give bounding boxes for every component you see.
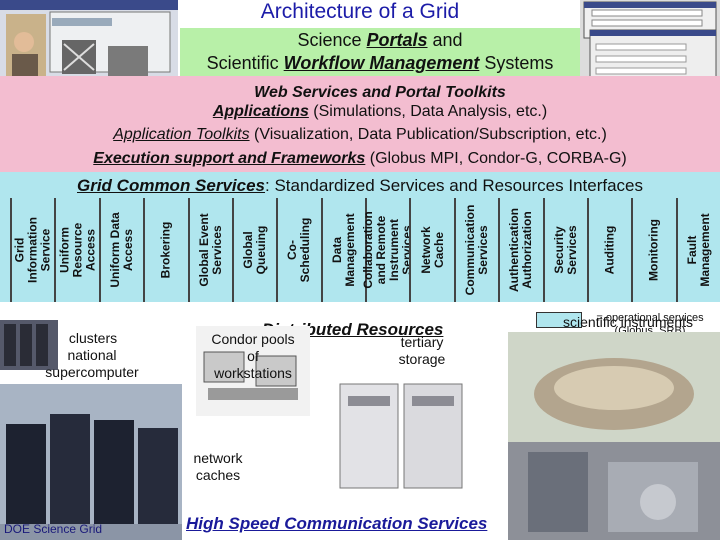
network-caches-label: network caches [193,450,243,483]
service-label: Data Management [329,213,357,287]
gcs-title-rest: : Standardized Services and Resources In… [265,176,643,195]
web-services-label: Web Services and Portal Toolkits [254,84,506,101]
service-label: Uniform Resource Access [57,222,98,278]
supercomputer-photo [0,384,182,540]
service-column: Co- Scheduling [276,198,320,302]
service-column: Brokering [143,198,187,302]
applications-label: Applications [212,103,309,120]
workflow-text-post: Systems [479,53,554,73]
service-column: Fault Management [675,198,720,302]
grid-common-services-title: Grid Common Services: Standardized Servi… [0,176,720,196]
service-label: Authentication Authorization [507,208,535,292]
service-label: Network Cache [418,226,446,274]
doe-science-grid-label: DOE Science Grid [4,522,103,536]
clusters-label: clusters [68,330,118,346]
portals-emphasis: Portals [366,30,428,50]
condor-pools-photo [196,326,310,416]
clusters-photo [0,320,58,370]
service-label: Global Event Services [196,213,224,287]
service-label: Co- Scheduling [285,217,313,283]
application-toolkits-line: Application Toolkits (Visualization, Dat… [0,125,720,145]
service-label: Monitoring [646,219,661,281]
service-label: Uniform Data Access [107,212,135,288]
service-column: Global Queuing [231,198,276,302]
tertiary-storage-photo [334,376,470,494]
service-label: Brokering [158,221,173,279]
tertiary-storage-label: tertiary storage [398,334,446,367]
service-column: Collaboration and Remote Instrument Serv… [361,198,414,302]
workflow-text: Scientific [206,53,284,73]
exec-label: Execution support and Frameworks [93,150,366,167]
science-portals-block: Science Portals and Scientific Workflow … [180,28,580,77]
service-label: Fault Management [684,213,712,287]
instruments-photo [508,332,720,540]
high-speed-communication-label: High Speed Communication Services [186,514,488,533]
service-column: Auditing [586,198,631,302]
execution-support-line: Execution support and Frameworks (Globus… [0,149,720,169]
condor-pools-label: Condor pools of workstations [211,331,295,381]
applications-detail: (Simulations, Data Analysis, etc.) [308,103,548,120]
grid-common-services-band [0,172,720,302]
page-title: Architecture of a Grid [260,0,460,23]
service-column: Data Management [320,198,365,302]
service-column: Global Event Services [187,198,232,302]
service-label: Security Services [551,225,579,275]
instruments-caption: scientific instruments [563,314,693,330]
service-label: Auditing [602,225,617,275]
service-label: Collaboration and Remote Instrument Serv… [361,211,415,289]
service-column: Uniform Resource Access [54,198,98,302]
service-column: Network Cache [409,198,453,302]
service-column: Security Services [542,198,587,302]
portals-text: Science [297,30,367,50]
app-toolkits-detail: (Visualization, Data Publication/Subscri… [249,126,607,143]
service-column: Uniform Data Access [98,198,143,302]
legend-swatch [536,312,582,328]
portals-text-post: and [427,30,463,50]
service-label: Global Queuing [241,225,269,275]
national-supercomputer-label: national supercomputer [45,347,139,380]
gcs-title-emphasis: Grid Common Services [77,176,266,195]
toolkits-band [0,76,720,172]
app-toolkits-label: Application Toolkits [113,126,250,143]
workflow-emphasis: Workflow Management [283,53,480,73]
service-column: Grid Information Service [10,198,54,302]
web-services-block: Web Services and Portal Toolkits Applica… [180,83,580,121]
service-column: Monitoring [631,198,675,302]
service-label: Grid Information Service [12,217,53,283]
exec-detail: (Globus MPI, Condor-G, CORBA-G) [365,150,627,167]
service-column: Communication Services [453,198,498,302]
service-column: Authentication Authorization [498,198,542,302]
service-label: Communication Services [462,204,490,296]
